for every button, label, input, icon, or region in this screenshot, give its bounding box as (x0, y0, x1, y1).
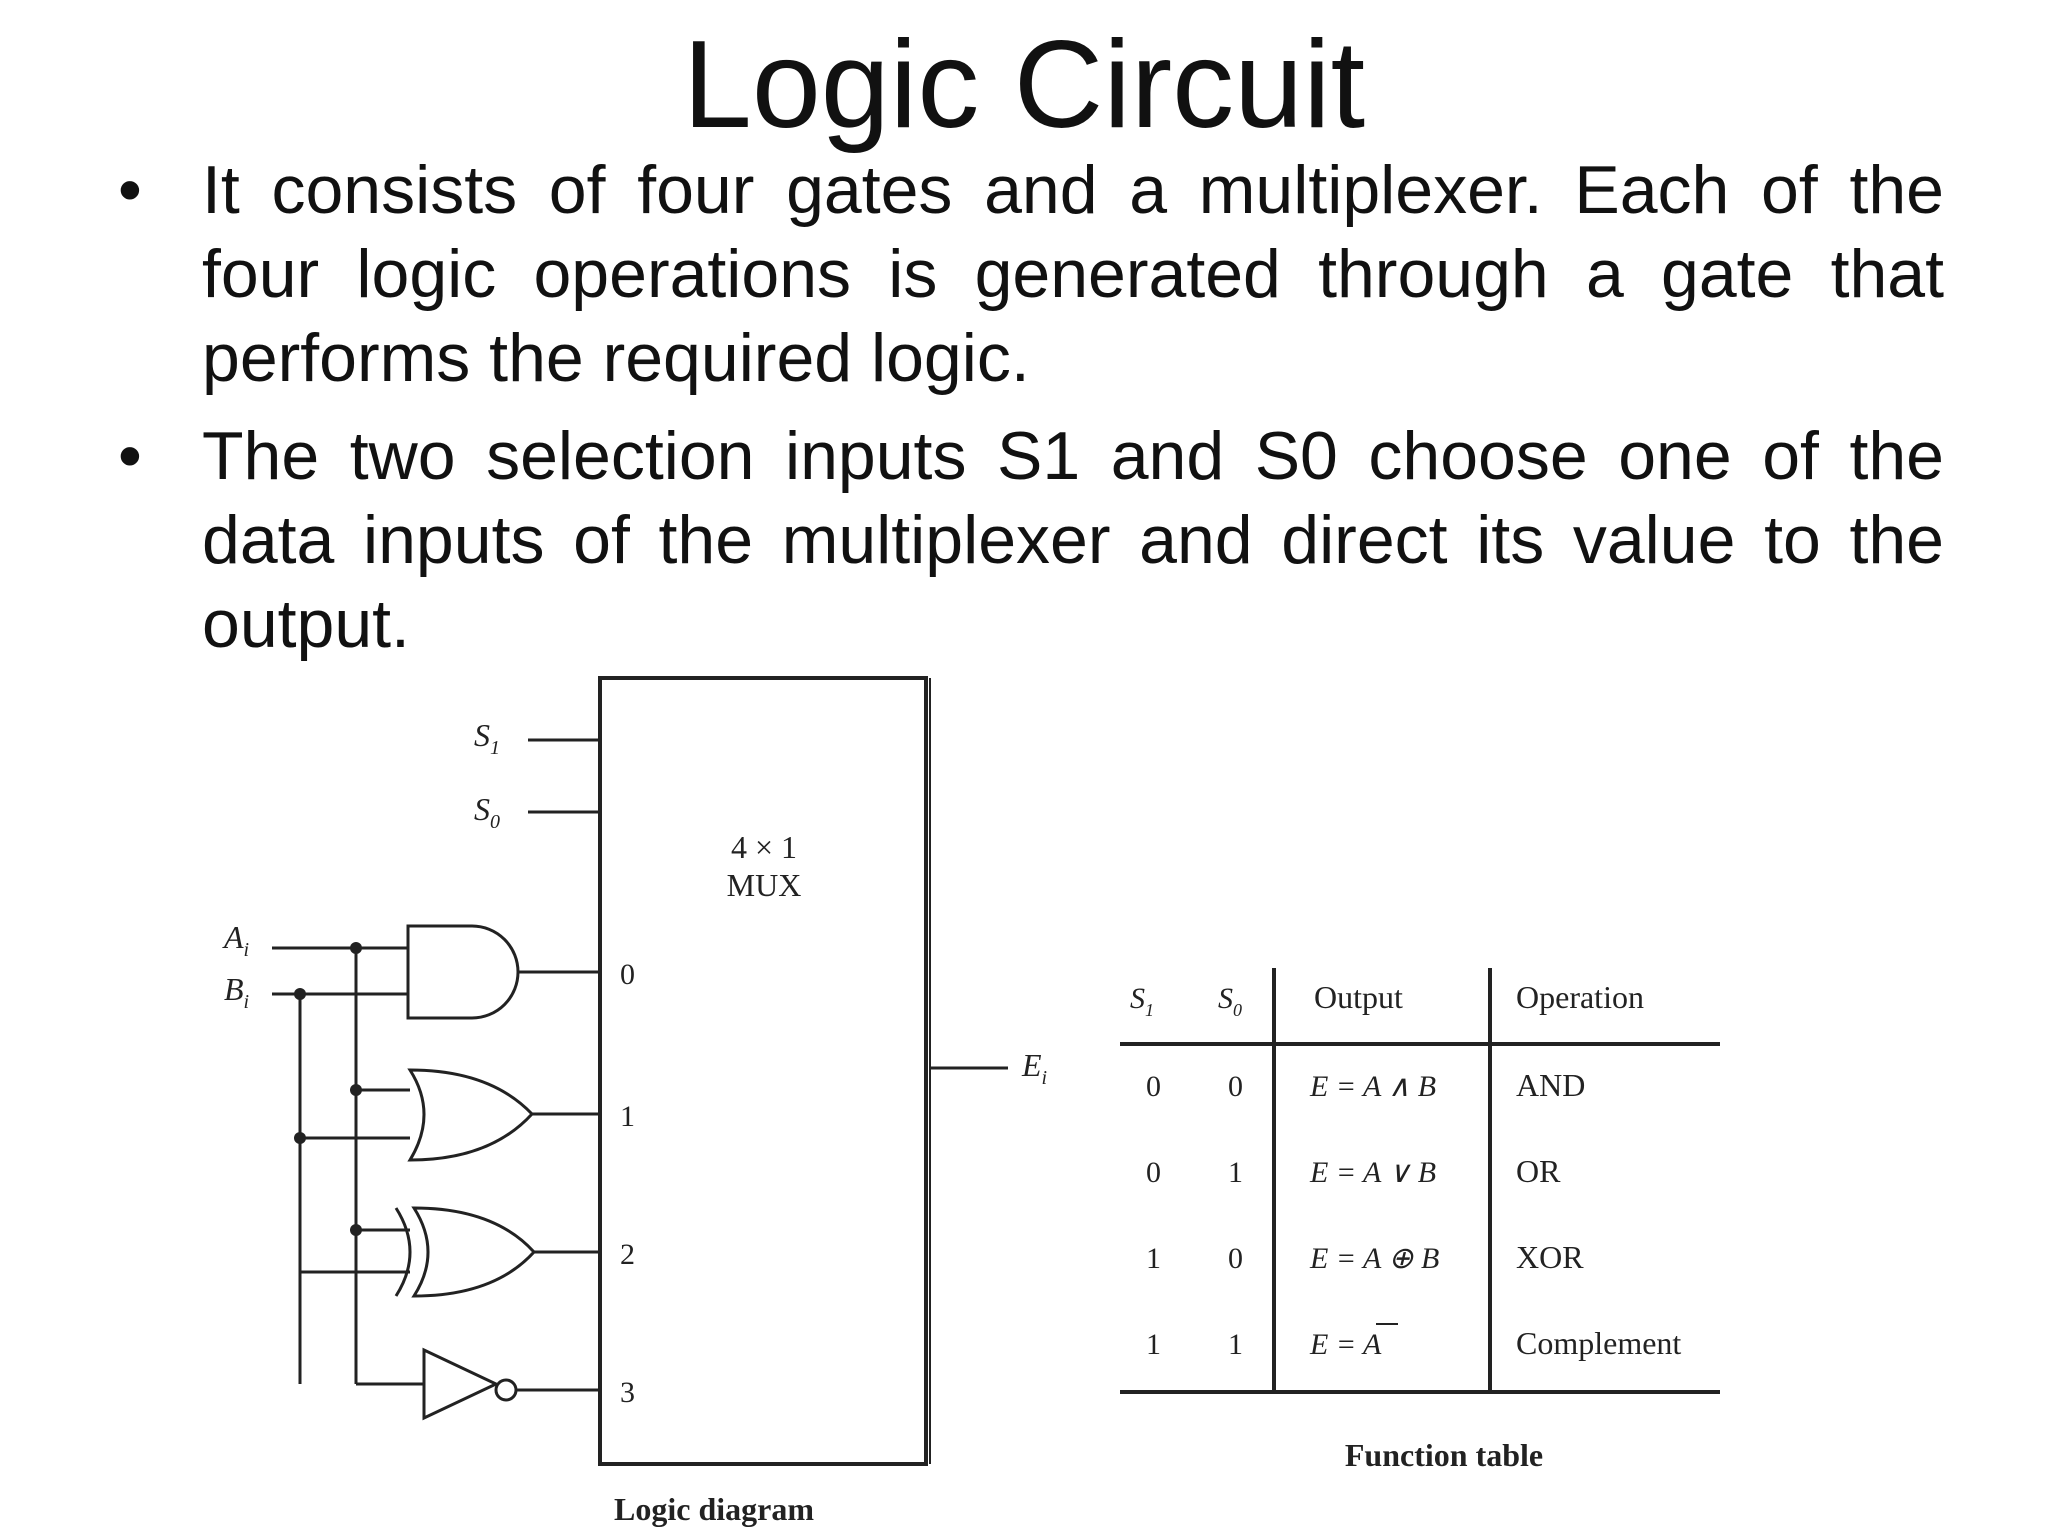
row-3-s1: 1 (1146, 1242, 1161, 1275)
row-2-s1: 0 (1146, 1156, 1161, 1189)
row-2-operation: OR (1516, 1153, 1561, 1189)
mux-input-2: 2 (620, 1238, 635, 1271)
row-4-operation: Complement (1516, 1325, 1681, 1361)
slide-title: Logic Circuit (682, 16, 1366, 154)
bullet-dot: • (118, 418, 142, 494)
row-3-s0: 0 (1228, 1242, 1243, 1275)
mux-input-3: 3 (620, 1376, 635, 1409)
row-1-operation: AND (1516, 1067, 1585, 1103)
or-gate (407, 1068, 535, 1162)
xor-gate (411, 1206, 537, 1298)
function-table: S1 S0 Output Operation 0 0 E = A ∧ B AND… (1120, 968, 1720, 1473)
and-gate (406, 924, 520, 1020)
mux-box (598, 676, 928, 1466)
mux-input-1: 1 (620, 1100, 635, 1133)
header-s0: S0 (1218, 982, 1242, 1020)
row-1-output: E = A ∧ B (1309, 1070, 1436, 1103)
not-gate (422, 1347, 500, 1421)
bullet-text-1: It consists of four gates and a multiple… (202, 152, 1944, 396)
s1-label: S1 (474, 717, 500, 759)
bullet-text-2: The two selection inputs S1 and S0 choos… (202, 418, 1944, 662)
row-4-s1: 1 (1146, 1328, 1161, 1361)
a-input-label: Ai (222, 919, 249, 961)
row-3-output: E = A ⊕ B (1309, 1242, 1439, 1275)
logic-diagram-caption: Logic diagram (614, 1491, 814, 1527)
bullet-item-2: • The two selection inputs S1 and S0 cho… (118, 414, 1944, 666)
row-2-output: E = A ∨ B (1309, 1156, 1436, 1189)
mux-label-size: 4 × 1 (731, 829, 797, 865)
output-label: Ei (1021, 1047, 1047, 1089)
b-input-label: Bi (224, 971, 249, 1013)
bullet-item-1: • It consists of four gates and a multip… (118, 148, 1944, 400)
header-output: Output (1314, 979, 1403, 1015)
function-table-caption: Function table (1345, 1437, 1543, 1473)
row-2-s0: 1 (1228, 1156, 1243, 1189)
header-operation: Operation (1516, 979, 1644, 1015)
input-wires (272, 946, 424, 1386)
mux-label-name: MUX (727, 867, 802, 903)
row-4-output: E = A (1309, 1328, 1382, 1361)
header-s1: S1 (1130, 982, 1154, 1020)
row-4-s0: 1 (1228, 1328, 1243, 1361)
row-1-s0: 0 (1228, 1070, 1243, 1103)
row-3-operation: XOR (1516, 1239, 1584, 1275)
wire-junctions (294, 942, 362, 1236)
mux-input-0: 0 (620, 958, 635, 991)
row-1-s1: 0 (1146, 1070, 1161, 1103)
s0-label: S0 (474, 791, 500, 833)
bullet-dot: • (118, 152, 142, 228)
bullet-list: • It consists of four gates and a multip… (118, 148, 1944, 680)
